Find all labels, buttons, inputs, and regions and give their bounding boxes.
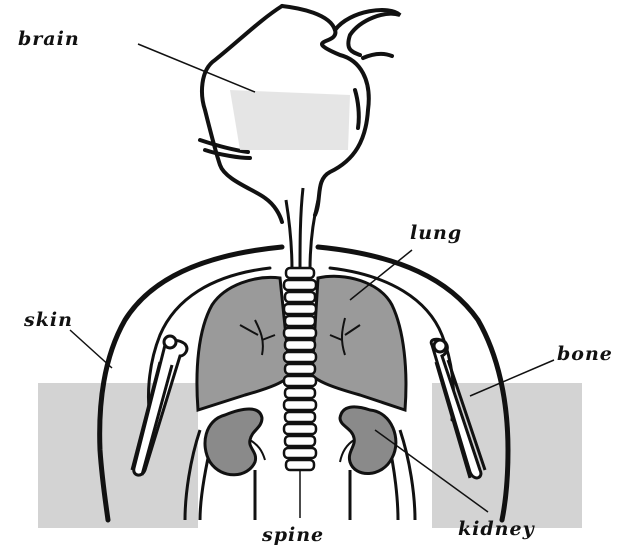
brain-pointer <box>138 44 255 92</box>
skin-pointer <box>70 330 112 368</box>
lung-icon <box>312 276 406 410</box>
kidney-label: kidney <box>458 518 535 540</box>
bone-label: bone <box>557 343 613 365</box>
kidney-icon <box>340 407 396 474</box>
lung-icon <box>197 277 290 410</box>
brain-highlight <box>230 90 350 150</box>
left-panel <box>38 383 198 528</box>
spine-label: spine <box>262 524 324 546</box>
brain-label: brain <box>18 28 80 50</box>
lung-label: lung <box>410 222 462 244</box>
kidney-icon <box>205 409 265 475</box>
spine-icon <box>284 268 316 470</box>
skin-label: skin <box>24 309 73 331</box>
neck-lines <box>286 188 318 270</box>
